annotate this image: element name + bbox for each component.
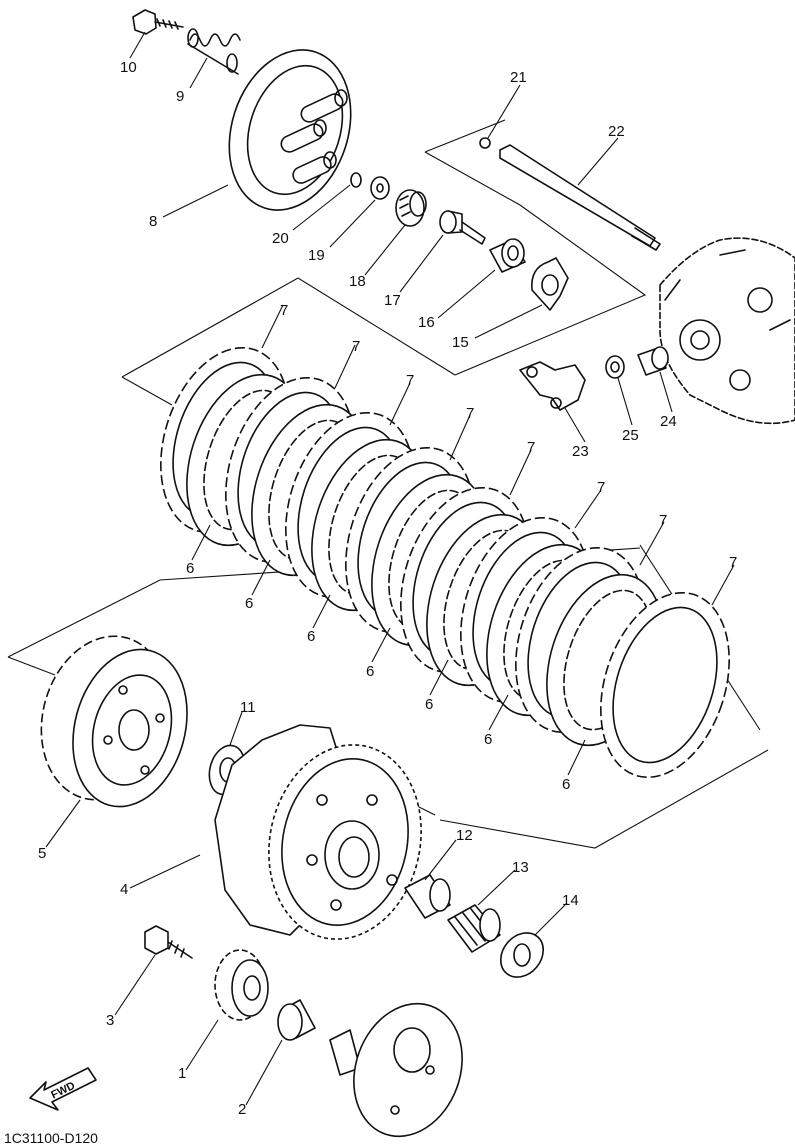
callout-labels: 1 2 3 4 5 6 6 6 6 6 6 6 7 7 7 7 7 7 7 7 … bbox=[38, 59, 737, 1118]
callout-6b: 6 bbox=[245, 595, 253, 612]
part-5-clutch-boss bbox=[40, 635, 188, 808]
primary-drive-gear-outline bbox=[329, 1002, 463, 1138]
part-2-collar bbox=[277, 999, 316, 1041]
part-18-bearing bbox=[395, 189, 427, 227]
callout-7c: 7 bbox=[406, 372, 414, 389]
part-8-pressure-plate bbox=[228, 49, 352, 211]
part-3-bolt bbox=[144, 925, 193, 959]
part-13-needle-bearing bbox=[447, 904, 501, 953]
callout-7b: 7 bbox=[352, 338, 360, 355]
callout-18: 18 bbox=[349, 273, 366, 290]
callout-17: 17 bbox=[384, 292, 401, 309]
part-14-washer bbox=[499, 932, 545, 978]
fwd-arrow: FWD bbox=[29, 1067, 97, 1111]
part-1-gear bbox=[214, 949, 269, 1021]
callout-12: 12 bbox=[456, 827, 473, 844]
part-19-washer bbox=[370, 176, 390, 200]
callout-6a: 6 bbox=[186, 560, 194, 577]
part-9-spring bbox=[187, 28, 241, 75]
engine-case-outline bbox=[659, 237, 795, 425]
callout-7d: 7 bbox=[466, 405, 474, 422]
callout-5: 5 bbox=[38, 845, 46, 862]
callout-15: 15 bbox=[452, 334, 469, 351]
callout-20: 20 bbox=[272, 230, 289, 247]
clutch-plate-stack bbox=[160, 346, 730, 779]
callout-7a: 7 bbox=[280, 302, 288, 319]
callout-24: 24 bbox=[660, 413, 677, 430]
callout-25: 25 bbox=[622, 427, 639, 444]
part-10-bolt bbox=[132, 9, 184, 35]
part-21-ball bbox=[479, 137, 491, 149]
callout-6e: 6 bbox=[425, 696, 433, 713]
callout-6c: 6 bbox=[307, 628, 315, 645]
fwd-label: FWD bbox=[49, 1080, 77, 1102]
part-23-lever bbox=[519, 361, 586, 411]
callout-14: 14 bbox=[562, 892, 579, 909]
callout-13: 13 bbox=[512, 859, 529, 876]
friction-plate-8 bbox=[600, 591, 730, 779]
diagram-code: 1C31100-D120 bbox=[4, 1130, 98, 1146]
callout-7g: 7 bbox=[659, 512, 667, 529]
callout-4: 4 bbox=[120, 881, 128, 898]
callout-1: 1 bbox=[178, 1065, 186, 1082]
part-25-washer bbox=[605, 355, 625, 379]
callout-3: 3 bbox=[106, 1012, 114, 1029]
part-15-cam bbox=[531, 257, 569, 311]
part-16-collar bbox=[489, 238, 526, 273]
callout-9: 9 bbox=[176, 88, 184, 105]
callout-16: 16 bbox=[418, 314, 435, 331]
callout-11: 11 bbox=[240, 699, 256, 716]
part-12-sleeve bbox=[404, 874, 451, 919]
callout-6d: 6 bbox=[366, 663, 374, 680]
part-4-clutch-housing bbox=[214, 724, 422, 940]
callout-22: 22 bbox=[608, 123, 625, 140]
callout-21: 21 bbox=[510, 69, 527, 86]
part-17-push-rod bbox=[439, 210, 486, 245]
part-20-circlip bbox=[350, 172, 362, 188]
callout-2: 2 bbox=[238, 1101, 246, 1118]
callout-10: 10 bbox=[120, 59, 137, 76]
callout-6g: 6 bbox=[562, 776, 570, 793]
callout-7e: 7 bbox=[527, 439, 535, 456]
part-24-oil-seal bbox=[637, 346, 669, 376]
callout-8: 8 bbox=[149, 213, 157, 230]
callout-7h: 7 bbox=[729, 554, 737, 571]
leader-lines bbox=[45, 31, 735, 1106]
callout-6f: 6 bbox=[484, 731, 492, 748]
callout-19: 19 bbox=[308, 247, 325, 264]
callout-7f: 7 bbox=[597, 479, 605, 496]
part-22-push-rod-long bbox=[499, 144, 661, 251]
callout-23: 23 bbox=[572, 443, 589, 460]
